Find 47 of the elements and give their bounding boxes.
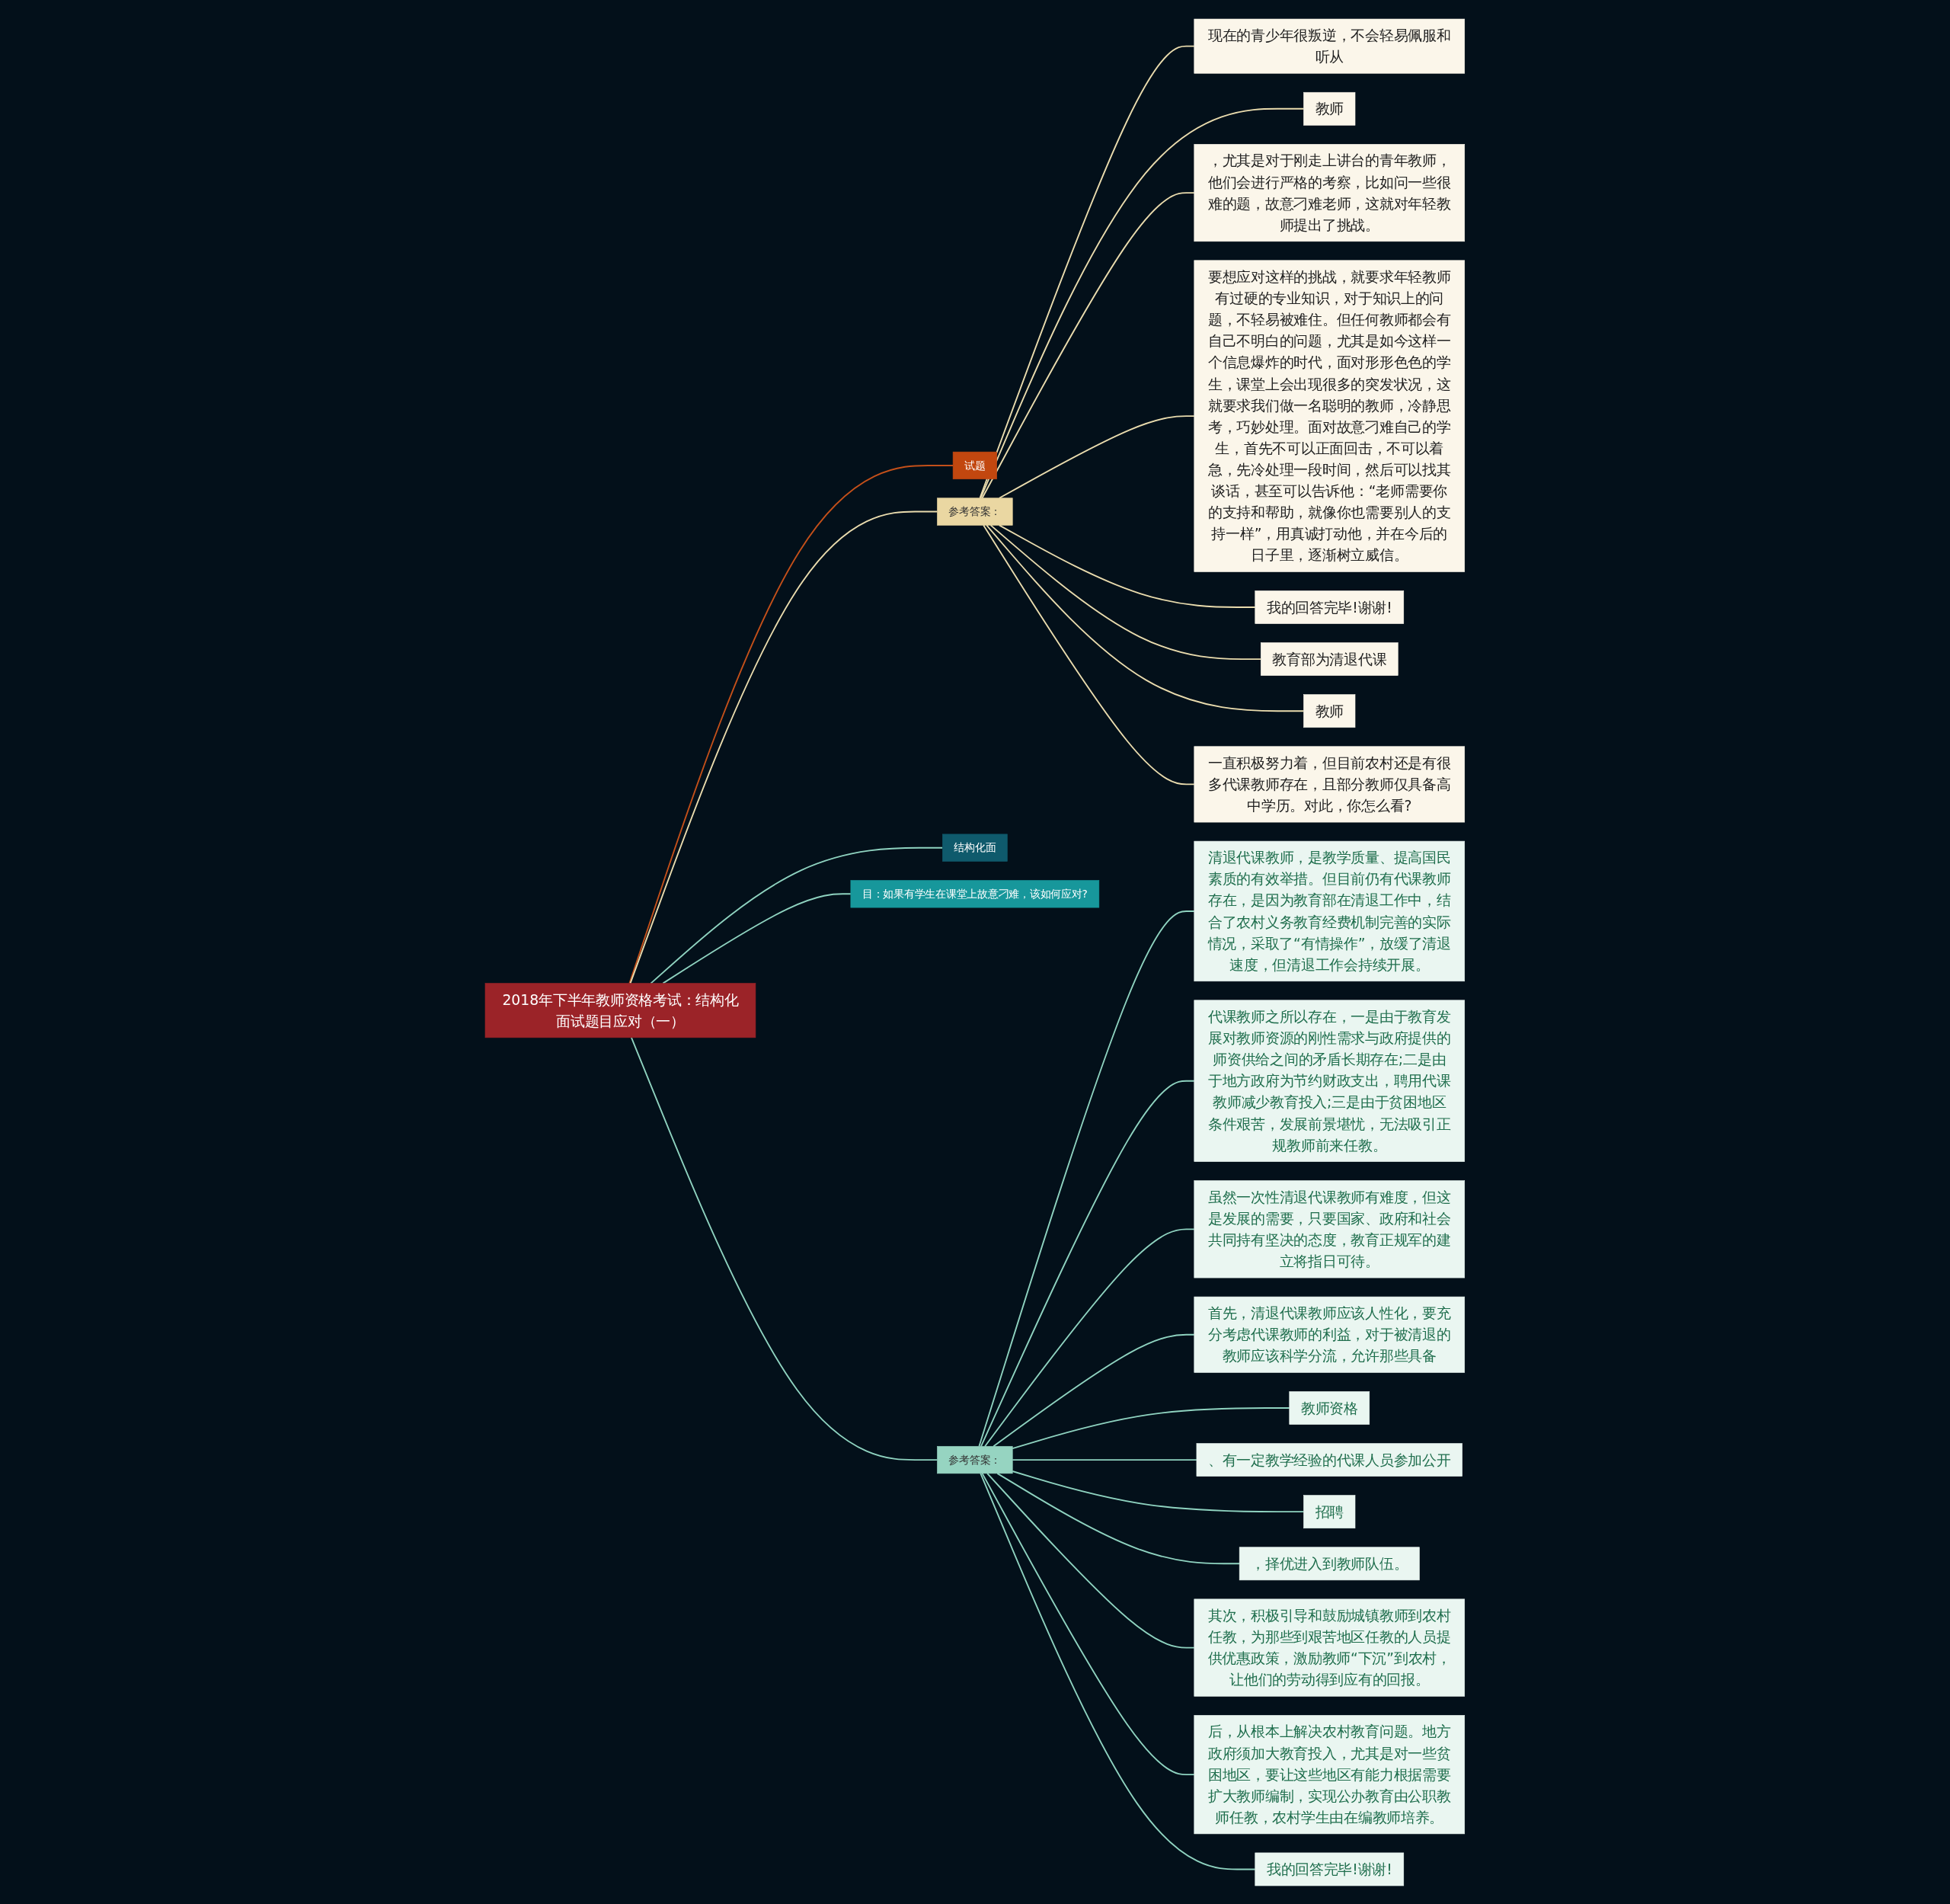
node-box: 我的回答完毕!谢谢! — [1255, 1852, 1405, 1886]
node-box: 参考答案： — [937, 1445, 1013, 1474]
connector — [1012, 1406, 1290, 1449]
node-box: ，尤其是对于刚走上讲台的青年教师，他们会进行严格的考察，比如问一些很难的题，故意刁难老师，这就对年轻教师提出了挑战。 — [1194, 143, 1466, 242]
node-box: 虽然一次性清退代课教师有难度，但这是发展的需要，只要国家、政府和社会共同持有坚决的态度，教育正规军的建立将指日可待。 — [1194, 1179, 1466, 1278]
connector — [631, 1036, 938, 1461]
node-box: 试题 — [952, 451, 998, 479]
node-box: 现在的青少年很叛逆，不会轻易佩服和听从 — [1194, 18, 1466, 74]
connector — [650, 846, 944, 984]
node-box: 教师资格 — [1289, 1390, 1370, 1425]
connector — [662, 892, 852, 984]
connector — [984, 1227, 1195, 1447]
node-box: 参考答案： — [937, 497, 1013, 526]
connector — [986, 1472, 1195, 1648]
connector — [983, 523, 1195, 785]
connector — [1012, 1470, 1305, 1512]
connector — [999, 523, 1256, 608]
connector — [981, 191, 1195, 499]
node-box: 教师 — [1303, 693, 1356, 728]
connector — [978, 910, 1195, 1447]
connector — [980, 1472, 1256, 1870]
node-box: 目：如果有学生在课堂上故意刁难，该如何应对? — [850, 879, 1100, 907]
node-box: 后，从根本上解决农村教育问题。地方政府须加大教育投入，尤其是对一些贫困地区，要让这些地区有能力根据需要扩大教师编制，实现公办教育由公职教师任教，农村学生由在编教师培养。 — [1194, 1714, 1466, 1834]
connector — [986, 523, 1305, 712]
node-box: 首先，清退代课教师应该人性化，要充分考虑代课教师的利益，对于被清退的教师应该科学分流，允许那些具备 — [1194, 1296, 1466, 1373]
node-box: 、有一定教学经验的代课人员参加公开 — [1196, 1442, 1463, 1477]
connector — [999, 414, 1195, 499]
node-box: 代课教师之所以存在，一是由于教育发展对教师资源的刚性需求与政府提供的师资供给之间的矛盾长期存在;二是由于地方政府为节约财政支出，聘用代课教师减少教育投入;三是由于贫困地区条件艰苦，发展前景堪忧，无法吸引正规教师前来任教。 — [1194, 1000, 1466, 1162]
node-box: 要想应对这样的挑战，就要求年轻教师有过硬的专业知识，对于知识上的问题，不轻易被难住。但任何教师都会有自己不明白的问题，尤其是如今这样一个信息爆炸的时代，面对形形色色的学生，课堂上会出现很多的突发状况，这就要求我们做一名聪明的教师，冷静思考，巧妙处理。面对故意刁难自己的学生，首先不可以正面回击，不可以着急，先冷处理一段时间，然后可以找其谈话，甚至可以告诉他：“老师需要你的支持和帮助，就像你也需要别人的支持一样”，用真诚打动他，并在今后的日子里，逐渐树立威信。 — [1194, 260, 1466, 572]
connector — [980, 1080, 1195, 1447]
connector — [989, 523, 1262, 660]
connector — [993, 1333, 1195, 1447]
connector — [1012, 1458, 1197, 1461]
node-box: 我的回答完毕!谢谢! — [1255, 590, 1405, 624]
node-box: 教育部为清退代课 — [1261, 642, 1399, 676]
node-box: 教师 — [1303, 91, 1356, 126]
node-box: 招聘 — [1303, 1494, 1356, 1528]
connector — [981, 1472, 1195, 1775]
node-box: 清退代课教师，是教学质量、提高国民素质的有效举措。但目前仍有代课教师存在，是因为教育部在清退工作中，结合了农村义务教育经费机制完善的实际情况，采取了“有情操作”，放缓了清退速度，但清退工作会持续开展。 — [1194, 840, 1466, 981]
node-box: 其次，积极引导和鼓励城镇教师到农村任教，为那些到艰苦地区任教的人员提供优惠政策，激励教师“下沉”到农村，让他们的劳动得到应有的回报。 — [1194, 1598, 1466, 1697]
node-box: 一直积极努力着，但目前农村还是有很多代课教师存在，且部分教师仅具备高中学历。对此，你怎么看? — [1194, 745, 1466, 822]
node-box: 2018年下半年教师资格考试：结构化面试题目应对（一） — [484, 982, 756, 1038]
node-box: 结构化面 — [942, 834, 1008, 862]
connector — [980, 107, 1305, 499]
connector — [979, 45, 1195, 499]
node-box: ，择优进入到教师队伍。 — [1239, 1546, 1420, 1580]
connector — [996, 1472, 1241, 1564]
